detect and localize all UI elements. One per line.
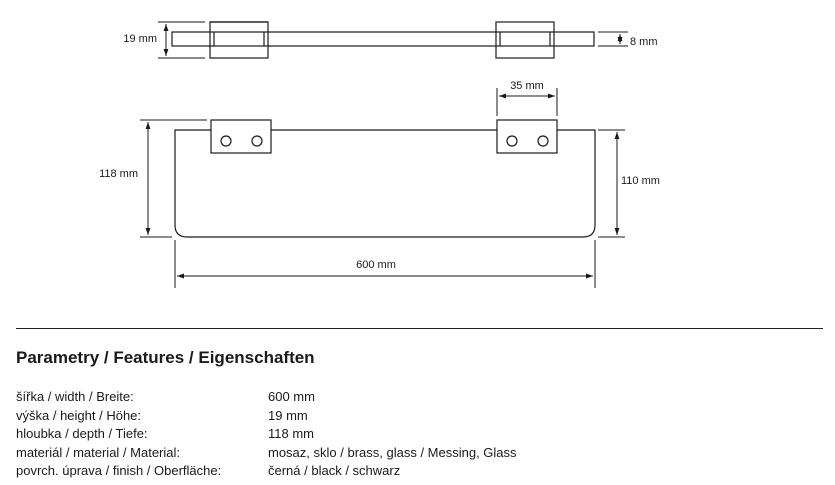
- right-bracket-top: [495, 21, 555, 59]
- feature-row-depth: hloubka / depth / Tiefe: 118 mm: [16, 425, 616, 444]
- glass-shelf-top: [171, 31, 595, 47]
- right-bracket-front: [496, 119, 558, 154]
- dim-top-thickness: [158, 21, 205, 59]
- dim-top-thickness-label: 19 mm: [123, 33, 157, 45]
- dim-glass-thickness: [598, 31, 628, 47]
- dim-inner-height: [598, 129, 625, 238]
- left-bracket-screw-1: [220, 135, 232, 147]
- front-view: [174, 119, 596, 238]
- feature-value: 118 mm: [268, 426, 314, 441]
- features-heading: Parametry / Features / Eigenschaften: [16, 348, 315, 367]
- right-bracket-screw-1: [506, 135, 518, 147]
- feature-label: šířka / width / Breite:: [16, 389, 134, 404]
- feature-value: černá / black / schwarz: [268, 463, 401, 478]
- feature-row-width: šířka / width / Breite: 600 mm: [16, 388, 616, 407]
- left-bracket-screw-2: [251, 135, 263, 147]
- dim-outer-height: [140, 119, 207, 238]
- glass-shelf-front: [174, 129, 596, 238]
- feature-row-material: materiál / material / Material: mosaz, s…: [16, 444, 616, 463]
- dim-total-width-label: 600 mm: [356, 259, 396, 271]
- feature-row-finish: povrch. úprava / finish / Oberfläche: če…: [16, 462, 616, 481]
- feature-label: výška / height / Höhe:: [16, 407, 142, 423]
- dim-glass-thickness-label: 8 mm: [630, 36, 658, 48]
- section-divider: [16, 328, 823, 329]
- dim-total-width: [174, 240, 596, 288]
- dim-bracket-width: [496, 88, 558, 116]
- feature-value: 600 mm: [268, 389, 315, 404]
- dim-bracket-width-label: 35 mm: [510, 80, 544, 92]
- feature-row-height: výška / height / Höhe: 19 mm: [16, 407, 616, 426]
- feature-label: hloubka / depth / Tiefe:: [16, 426, 148, 441]
- feature-label: materiál / material / Material:: [16, 444, 180, 460]
- feature-value: mosaz, sklo / brass, glass / Messing, Gl…: [268, 444, 517, 460]
- top-view: [171, 21, 595, 59]
- dim-outer-height-label: 118 mm: [99, 168, 138, 180]
- dim-inner-height-label: 110 mm: [621, 175, 660, 187]
- left-bracket-front: [210, 119, 272, 154]
- feature-label: povrch. úprava / finish / Oberfläche:: [16, 463, 222, 478]
- right-bracket-screw-2: [537, 135, 549, 147]
- feature-value: 19 mm: [268, 407, 308, 423]
- features-table: šířka / width / Breite: 600 mm výška / h…: [16, 388, 616, 481]
- technical-drawing: 19 mm 8 mm 35 mm 118 mm 110 mm: [99, 21, 660, 288]
